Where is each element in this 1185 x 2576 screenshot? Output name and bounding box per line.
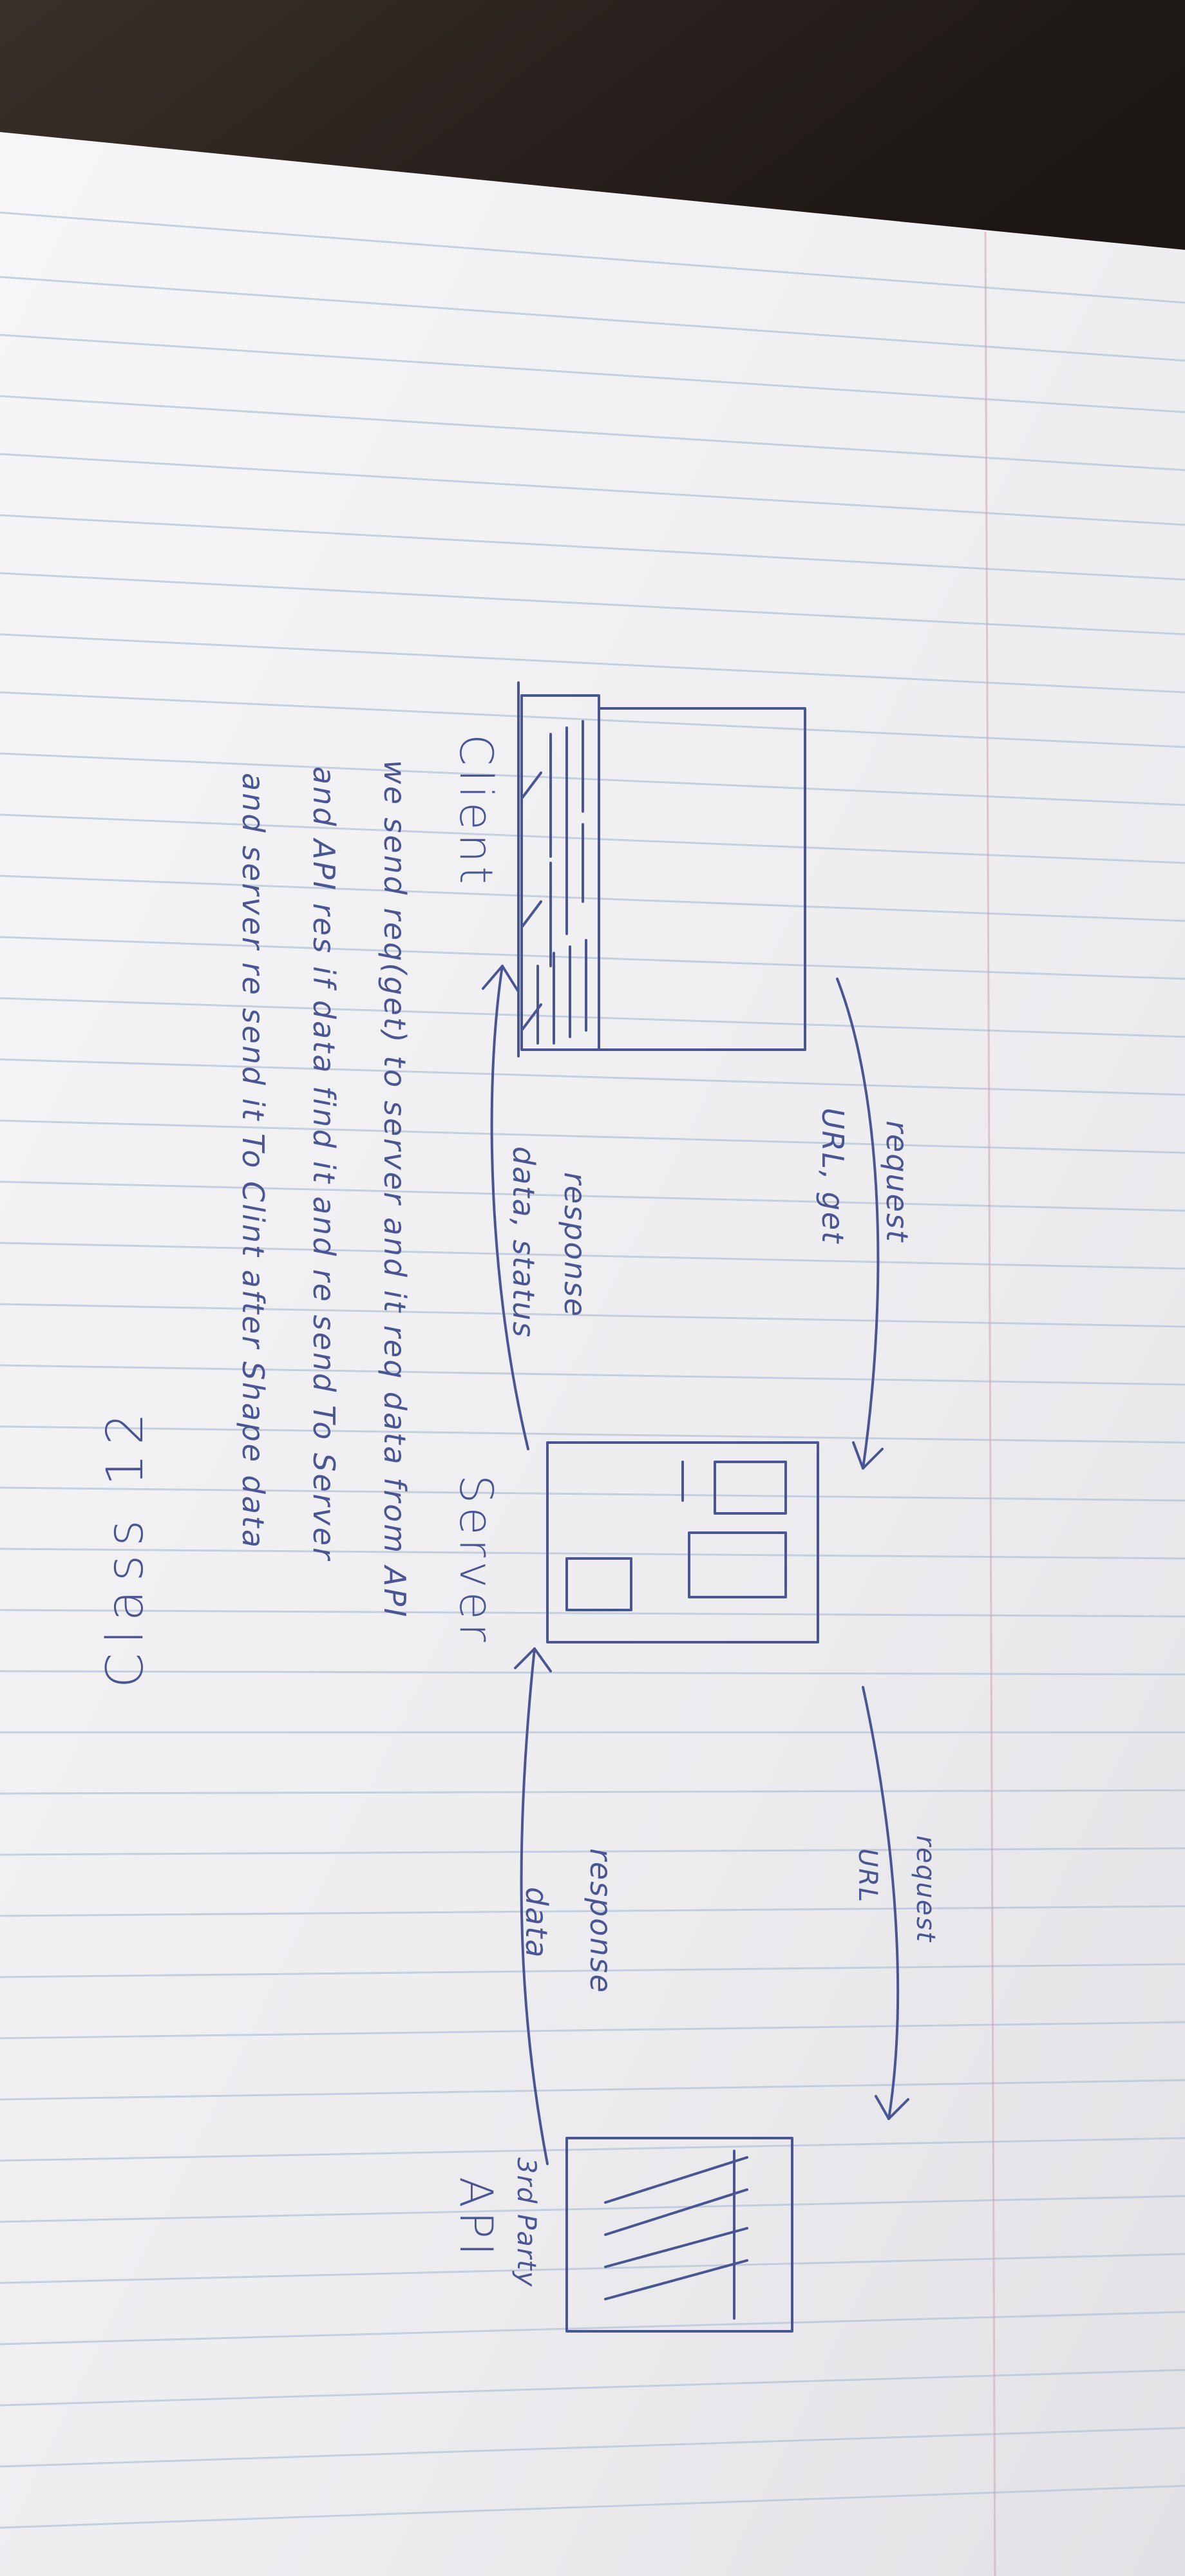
server-response-detail: data (519, 1887, 554, 1959)
server-response-label: response (583, 1848, 618, 1994)
page-title: Class 12 (97, 1404, 155, 1689)
client-response-arrow (490, 965, 529, 1450)
client-request-detail: URL, get (815, 1108, 850, 1245)
client-request-label: request (880, 1121, 915, 1243)
client-computer-icon (517, 681, 806, 1057)
server-request-arrow (862, 1686, 900, 2120)
client-label: Client (450, 734, 502, 888)
client-response-detail: data, status (506, 1146, 541, 1339)
note-line-1: we send req(get) to server and it req da… (377, 760, 412, 1619)
api-icon (565, 2137, 793, 2333)
note-line-2: and API res if data find it and re send … (307, 766, 341, 1562)
server-request-detail: URL (853, 1848, 882, 1904)
client-request-arrow (836, 978, 880, 1470)
server-icon (546, 1441, 819, 1643)
client-response-label: response (558, 1172, 592, 1318)
margin-rule (984, 231, 996, 2576)
third-party-label: 3rd Party (511, 2157, 541, 2288)
paper-sheet (0, 132, 1185, 2576)
server-response-arrow (520, 1647, 549, 2165)
api-label: API (450, 2177, 502, 2260)
server-request-label: request (911, 1835, 940, 1943)
note-line-3: and server re send it To Clint after Sha… (236, 773, 270, 1550)
server-label: Server (450, 1475, 502, 1646)
